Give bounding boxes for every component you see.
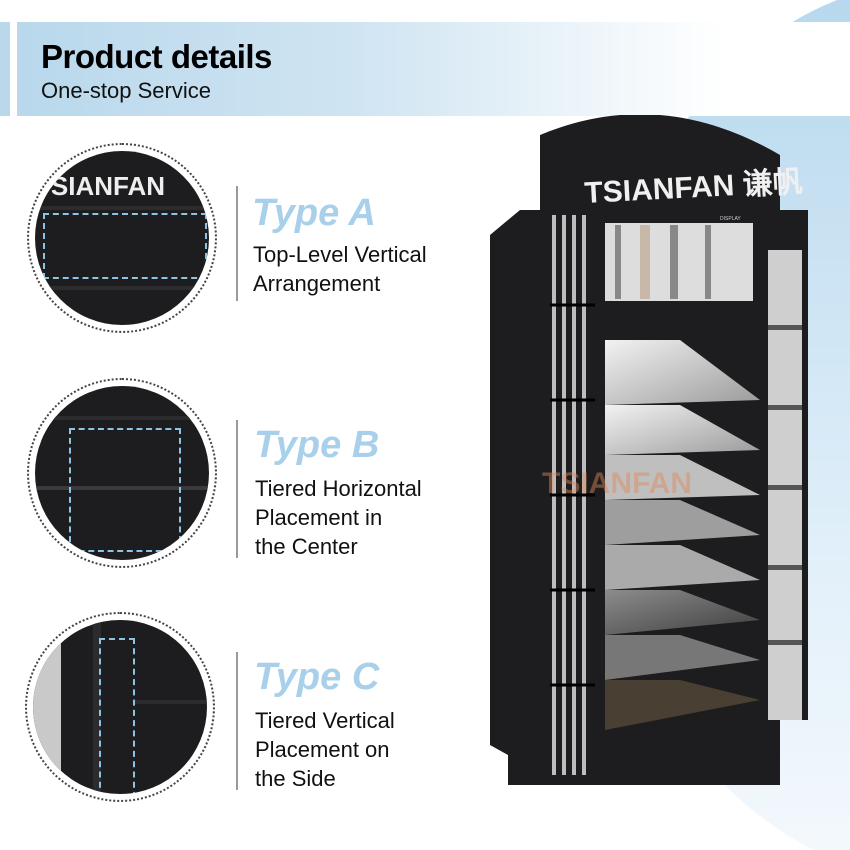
watermark: TSIANFAN [542, 467, 692, 500]
highlight-area-b [69, 428, 181, 552]
desc-line: Placement in [255, 505, 383, 530]
brand-sub: DISPLAY [720, 216, 741, 222]
display-rack-image: TSIANFAN 谦帆 DISPLAY TSIANFAN [490, 115, 808, 785]
detail-circle-c [25, 612, 215, 802]
desc-line: Placement on [255, 737, 390, 762]
divider [236, 420, 238, 558]
page-title: Product details [41, 38, 272, 75]
type-a-label: Type A [252, 192, 376, 234]
type-c-desc: Tiered Vertical Placement on the Side [255, 706, 475, 793]
desc-line: Tiered Vertical [255, 708, 395, 733]
type-b-desc: Tiered Horizontal Placement in the Cente… [255, 474, 475, 561]
desc-line: the Side [255, 766, 336, 791]
desc-line: Tiered Horizontal [255, 476, 422, 501]
brand-logo: TSIANFAN 谦帆 [584, 166, 804, 210]
detail-circle-a: TSIANFAN [27, 143, 217, 333]
logo-crop: TSIANFAN [35, 171, 165, 201]
divider [236, 186, 238, 301]
brand-logo-text: TSIANFAN [584, 169, 736, 210]
type-b-label: Type B [254, 424, 380, 466]
type-c-label: Type C [254, 656, 380, 698]
header-accent-bar [0, 22, 10, 116]
detail-circle-b [27, 378, 217, 568]
page-subtitle: One-stop Service [41, 78, 211, 103]
type-a-desc: Top-Level Vertical Arrangement [253, 240, 473, 298]
header: Product details One-stop Service [0, 22, 850, 116]
highlight-area-a [43, 213, 207, 279]
desc-line: the Center [255, 534, 358, 559]
desc-line: Top-Level Vertical [253, 242, 427, 267]
highlight-area-c [99, 638, 135, 794]
brand-logo-cn: 谦帆 [742, 166, 804, 202]
header-band [17, 22, 850, 116]
divider [236, 652, 238, 790]
desc-line: Arrangement [253, 271, 381, 296]
